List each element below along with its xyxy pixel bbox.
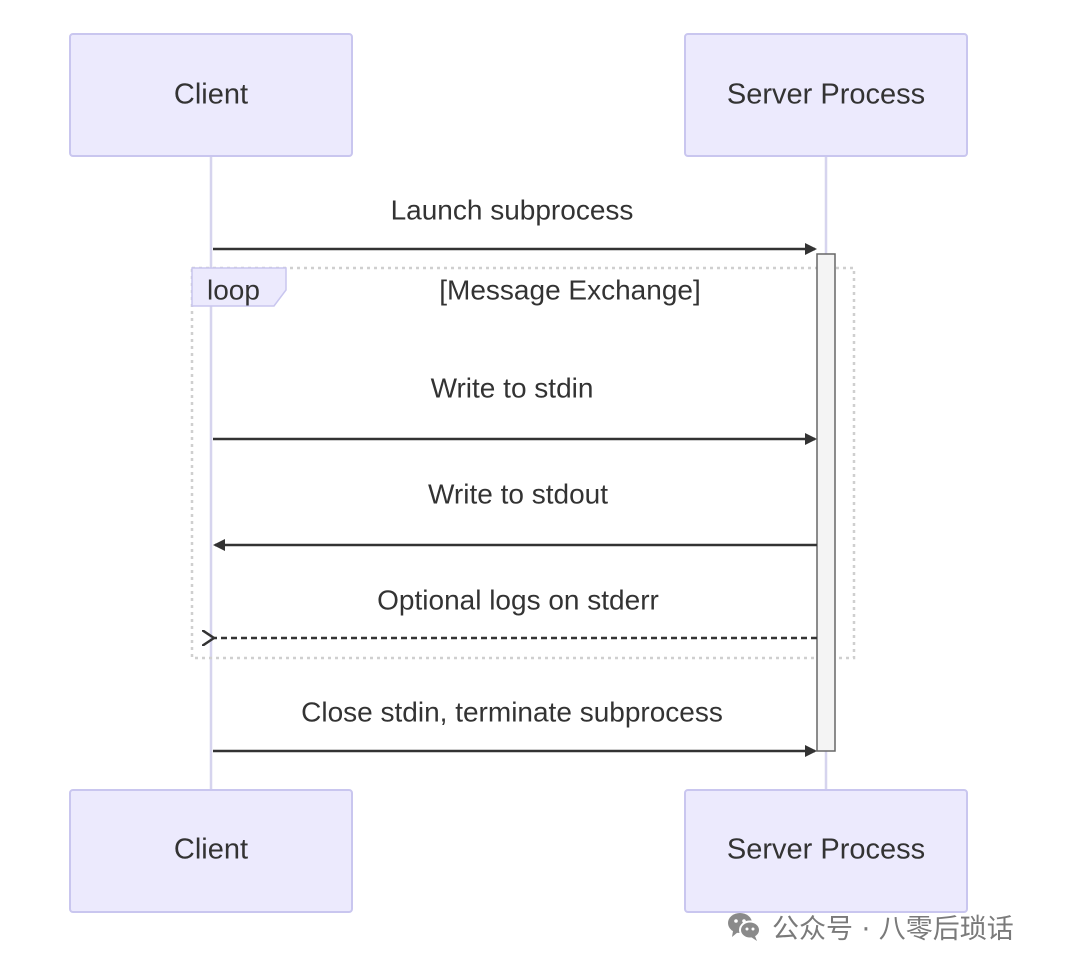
client-actor-top-label: Client bbox=[174, 79, 248, 111]
loop-keyword: loop bbox=[207, 274, 260, 305]
message-label: Close stdin, terminate subprocess bbox=[301, 696, 723, 727]
message-label: Write to stdin bbox=[431, 372, 594, 403]
message-write-stdin: Write to stdin bbox=[213, 372, 817, 445]
watermark: 公众号 · 八零后琐话 bbox=[724, 906, 1014, 946]
watermark-text: 公众号 · 八零后琐话 bbox=[772, 913, 1014, 945]
server-activation-bar bbox=[816, 253, 836, 752]
message-optional-logs-stderr: Optional logs on stderr bbox=[214, 584, 817, 638]
client-actor-top: Client bbox=[69, 33, 353, 157]
client-actor-bottom-label: Client bbox=[174, 834, 248, 866]
server-actor-bottom: Server Process bbox=[684, 789, 968, 913]
server-actor-top: Server Process bbox=[684, 33, 968, 157]
wechat-icon bbox=[728, 913, 761, 941]
loop-label-tab bbox=[191, 267, 287, 307]
loop-frame: loop [Message Exchange] bbox=[190, 266, 856, 660]
message-label: Launch subprocess bbox=[391, 194, 634, 225]
message-close-stdin-terminate: Close stdin, terminate subprocess bbox=[213, 696, 817, 757]
message-launch-subprocess: Launch subprocess bbox=[213, 194, 817, 255]
message-label: Optional logs on stderr bbox=[377, 584, 659, 615]
server-actor-bottom-label: Server Process bbox=[727, 834, 925, 866]
loop-condition: [Message Exchange] bbox=[439, 274, 701, 305]
message-label: Write to stdout bbox=[428, 478, 608, 509]
client-actor-bottom: Client bbox=[69, 789, 353, 913]
server-actor-top-label: Server Process bbox=[727, 79, 925, 111]
message-write-stdout: Write to stdout bbox=[213, 478, 817, 551]
